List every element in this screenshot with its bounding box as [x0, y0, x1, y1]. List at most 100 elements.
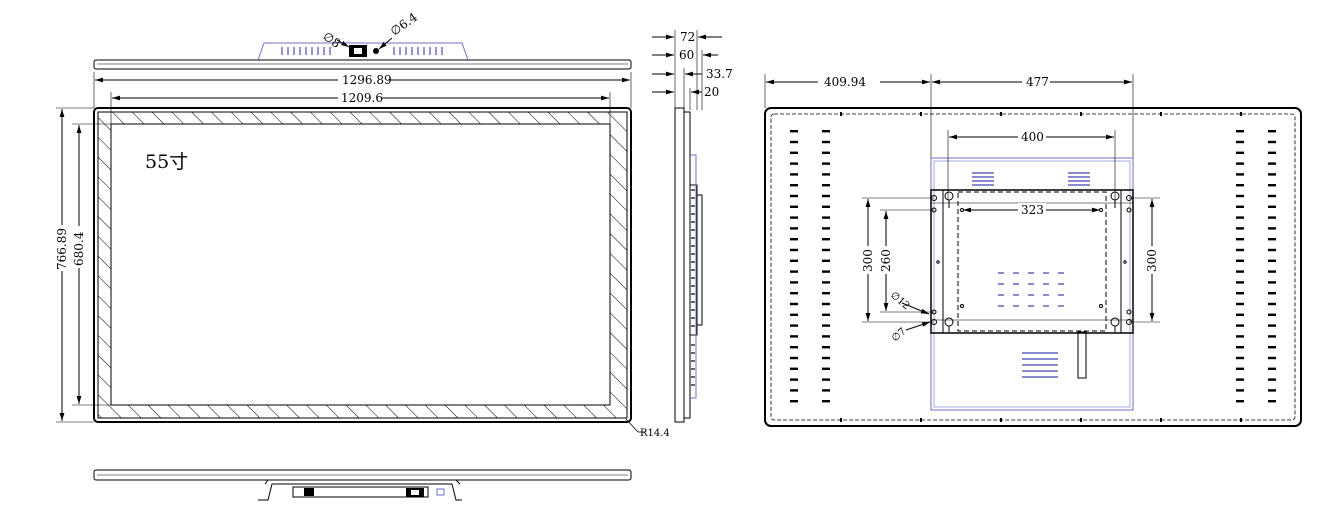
- vent-slot: [1268, 270, 1276, 273]
- side-vent-ticks: [691, 189, 695, 386]
- hole-dia-b: ∅7: [890, 326, 909, 344]
- vent-slot: [1268, 292, 1276, 295]
- vent-slot: [790, 130, 798, 133]
- vent-slot: [1236, 324, 1244, 327]
- vent-slot: [822, 313, 830, 316]
- vent-slot: [1268, 259, 1276, 262]
- vent-slot: [790, 151, 798, 154]
- vent-slot: [1236, 378, 1244, 381]
- vent-slot: [1268, 313, 1276, 316]
- vent-slot: [790, 313, 798, 316]
- bottom-view-frame: [93, 469, 632, 481]
- vent-slot: [1236, 173, 1244, 176]
- vent-slot: [1236, 389, 1244, 392]
- vent-slot: [790, 346, 798, 349]
- size-label: 55寸: [145, 151, 188, 173]
- dim-height-right-text: 300: [1145, 249, 1159, 272]
- side-dim-1: 72: [680, 30, 695, 44]
- vent-slot: [822, 270, 830, 273]
- vent-slot: [1236, 367, 1244, 370]
- top-view-vents: [281, 47, 443, 55]
- vent-slot: [1236, 184, 1244, 187]
- vent-slot: [1268, 151, 1276, 154]
- vent-slot: [790, 173, 798, 176]
- vent-slot: [1268, 194, 1276, 198]
- vent-slot: [1236, 281, 1244, 284]
- vent-slot: [790, 216, 798, 219]
- vent-slot: [790, 335, 798, 338]
- vent-slot: [1236, 162, 1244, 165]
- vent-slot: [790, 378, 798, 381]
- vent-slot: [822, 367, 830, 370]
- front-screen: [110, 123, 611, 406]
- vent-slot: [1268, 130, 1276, 133]
- vent-slot: [790, 292, 798, 295]
- vent-slot: [790, 367, 798, 370]
- vent-slot: [822, 140, 830, 144]
- vent-slot: [1236, 140, 1244, 144]
- vent-slot: [822, 400, 830, 403]
- vent-slot: [1236, 130, 1244, 133]
- vent-slot: [822, 151, 830, 154]
- dim-mount-inner-text: 400: [1021, 130, 1044, 144]
- vent-slot: [790, 227, 798, 230]
- vent-slot: [1236, 346, 1244, 349]
- vent-slot: [1268, 400, 1276, 403]
- vent-slot: [1268, 335, 1276, 338]
- hole-dia-a: ∅12: [888, 290, 911, 312]
- dim-height-left-outer-text: 300: [861, 249, 875, 272]
- top-view-bracket: [257, 42, 469, 61]
- vent-slot: [822, 281, 830, 284]
- vent-slot: [1236, 292, 1244, 295]
- top-dia-right: ∅6.4: [388, 10, 421, 39]
- side-dim-2: 60: [679, 48, 694, 62]
- vent-slot: [1268, 162, 1276, 165]
- vent-slot: [790, 162, 798, 165]
- vent-slot: [1236, 356, 1244, 360]
- vent-slot: [1268, 248, 1276, 252]
- vent-slot: [1236, 313, 1244, 316]
- dim-outer-width-text: 1296.89: [342, 73, 392, 87]
- vent-slot: [790, 205, 798, 208]
- vent-slot: [822, 162, 830, 165]
- vent-slot: [1268, 238, 1276, 241]
- vent-slot: [822, 184, 830, 187]
- vent-slot: [1268, 140, 1276, 144]
- vent-slot: [1268, 205, 1276, 208]
- vent-slot: [1268, 346, 1276, 349]
- top-view-frame: [93, 59, 632, 70]
- vent-slot: [1268, 378, 1276, 381]
- rear-edge-ticks: [840, 112, 1242, 422]
- vent-slot: [1236, 216, 1244, 219]
- dim-inner-width-text: 1209.6: [341, 91, 383, 105]
- vent-slot: [790, 238, 798, 241]
- vent-slot: [822, 130, 830, 133]
- vent-slot: [822, 292, 830, 295]
- vent-slot: [822, 173, 830, 176]
- vent-slot: [1236, 400, 1244, 403]
- rear-frame-outer: [764, 107, 1302, 427]
- dim-mount-outer-text: 477: [1026, 75, 1049, 89]
- vent-slot: [1268, 281, 1276, 284]
- vent-slot: [790, 184, 798, 187]
- vent-slot: [1236, 270, 1244, 273]
- vent-slot: [822, 238, 830, 241]
- vent-slot: [1236, 335, 1244, 338]
- vent-slot: [822, 346, 830, 349]
- front-view: 1296.89 1209.6 55寸 766.89 680.4 R14.4: [55, 72, 670, 439]
- vent-slot: [822, 259, 830, 262]
- vent-slot: [1236, 259, 1244, 262]
- vent-slot: [822, 302, 830, 306]
- corner-radius-text: R14.4: [640, 428, 670, 439]
- vent-slot: [790, 140, 798, 144]
- bottom-view: [93, 469, 632, 501]
- rear-frame-inner: [770, 113, 1296, 421]
- vent-slot: [1268, 367, 1276, 370]
- vent-slot: [790, 248, 798, 252]
- vent-slot: [1268, 324, 1276, 327]
- vent-slot: [790, 356, 798, 360]
- vent-slot: [1268, 302, 1276, 306]
- vent-slot: [1236, 227, 1244, 230]
- rear-port-grid: [998, 272, 1064, 378]
- side-view: 72 60 33.7 20: [652, 30, 733, 423]
